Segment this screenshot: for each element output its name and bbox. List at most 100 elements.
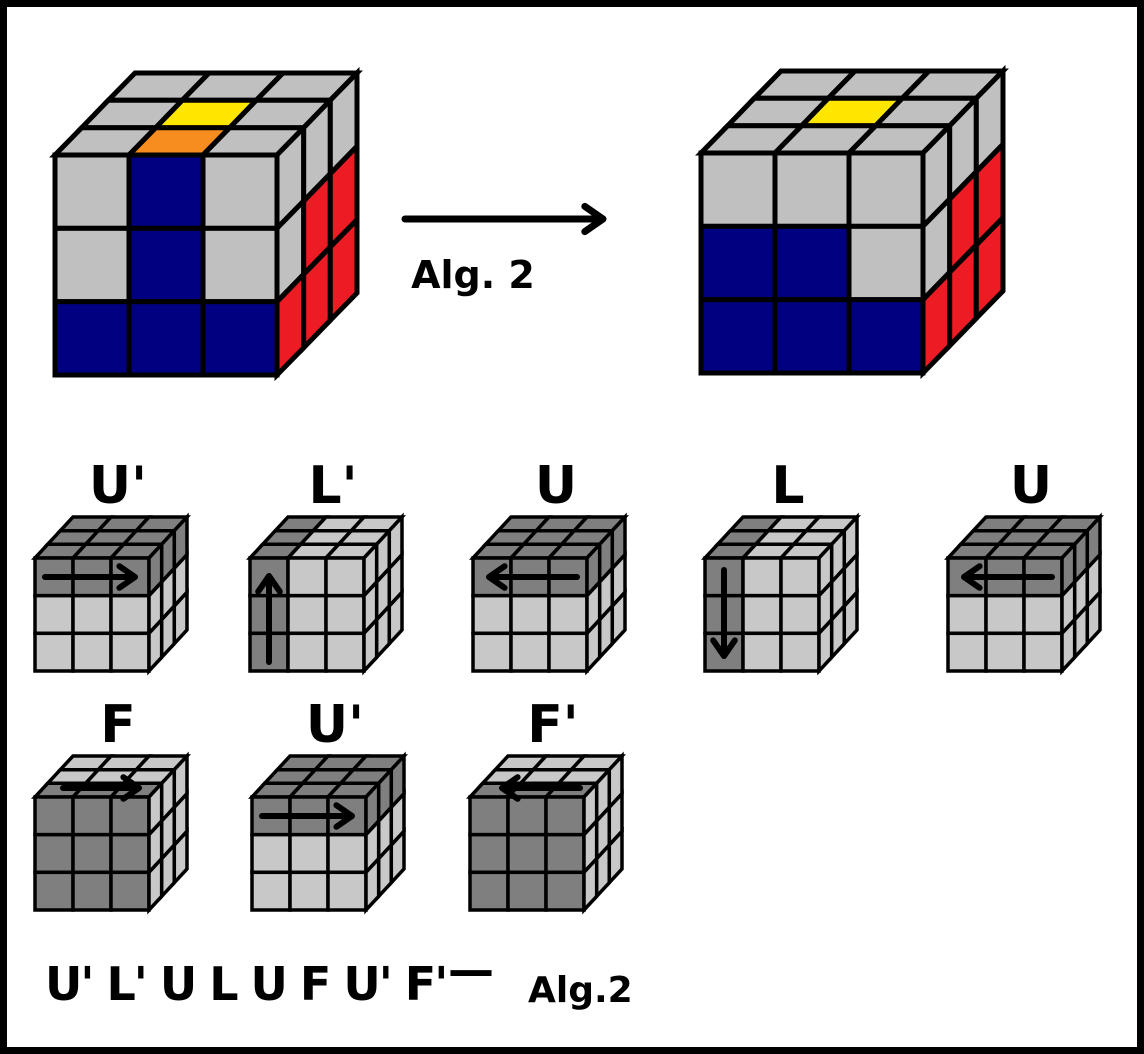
front-sticker: [250, 832, 292, 875]
front-sticker: [468, 795, 510, 837]
arrow-head: [120, 774, 142, 802]
front-sticker: [326, 832, 368, 875]
move-cube-6: [247, 751, 409, 915]
front-sticker: [109, 870, 151, 912]
front-sticker: [741, 556, 783, 598]
front-sticker: [772, 297, 852, 376]
front-sticker: [1022, 631, 1064, 673]
state-cube-after: [695, 64, 1009, 380]
front-sticker: [506, 870, 548, 912]
right-sticker: [389, 826, 406, 888]
move-cube-7: [465, 751, 627, 915]
front-sticker: [200, 225, 280, 305]
turn-arrow-right-icon: [42, 563, 138, 591]
front-sticker: [468, 870, 510, 912]
front-sticker: [698, 150, 778, 229]
move-label: L: [771, 456, 804, 516]
move-label: L': [308, 456, 357, 516]
front-sticker: [779, 631, 821, 673]
front-sticker: [509, 593, 551, 636]
front-sticker: [471, 631, 513, 673]
front-sticker: [109, 631, 151, 673]
move-cube-1: [245, 512, 407, 676]
front-sticker: [846, 150, 926, 229]
move-cube-2: [468, 512, 630, 676]
front-sticker: [109, 832, 151, 875]
front-sticker: [324, 631, 366, 673]
front-sticker: [288, 832, 330, 875]
front-sticker: [946, 593, 988, 636]
front-sticker: [126, 299, 206, 378]
front-sticker: [71, 795, 113, 837]
front-sticker: [506, 795, 548, 837]
front-sticker: [846, 223, 926, 303]
front-sticker: [772, 223, 852, 303]
front-sticker: [126, 225, 206, 305]
front-sticker: [52, 299, 132, 378]
front-sticker: [544, 795, 586, 837]
front-sticker: [547, 593, 589, 636]
front-sticker: [846, 297, 926, 376]
front-sticker: [984, 593, 1026, 636]
formula-text: U' L' U L U F U' F': [45, 957, 446, 1011]
front-sticker: [71, 631, 113, 673]
move-label: F: [100, 695, 136, 755]
transform-arrow-label: Alg. 2: [411, 253, 535, 297]
arrow-head: [255, 573, 283, 595]
front-sticker: [200, 152, 280, 231]
front-sticker: [286, 631, 328, 673]
front-sticker: [741, 593, 783, 636]
turn-arrow-down-icon: [710, 567, 738, 659]
move-cube-4: [943, 512, 1105, 676]
front-sticker: [506, 832, 548, 875]
front-sticker: [71, 870, 113, 912]
front-sticker: [1022, 593, 1064, 636]
front-sticker: [33, 870, 75, 912]
right-sticker: [973, 211, 1006, 325]
front-sticker: [286, 556, 328, 598]
right-sticker: [172, 587, 189, 649]
front-sticker: [326, 870, 368, 912]
turn-arrow-left-icon: [486, 563, 580, 591]
turn-arrow-right-icon: [60, 774, 142, 802]
front-sticker: [33, 832, 75, 875]
formula-name: Alg.2: [528, 970, 633, 1011]
right-sticker: [172, 826, 189, 888]
front-sticker: [779, 593, 821, 636]
front-sticker: [71, 593, 113, 636]
front-sticker: [109, 795, 151, 837]
front-sticker: [471, 593, 513, 636]
front-sticker: [468, 832, 510, 875]
front-sticker: [698, 297, 778, 376]
front-sticker: [324, 556, 366, 598]
arrow-head: [581, 202, 607, 236]
front-sticker: [544, 870, 586, 912]
front-sticker: [779, 556, 821, 598]
front-sticker: [547, 631, 589, 673]
front-sticker: [52, 225, 132, 305]
front-sticker: [544, 832, 586, 875]
front-sticker: [52, 152, 132, 231]
move-cube-3: [700, 512, 862, 676]
right-sticker: [610, 587, 627, 649]
arrow-head: [499, 774, 521, 802]
front-sticker: [772, 150, 852, 229]
front-sticker: [250, 870, 292, 912]
formula-dash: —: [448, 943, 494, 997]
front-sticker: [286, 593, 328, 636]
right-sticker: [607, 826, 624, 888]
move-cube-5: [30, 751, 192, 915]
front-sticker: [33, 631, 75, 673]
arrow-head: [961, 563, 983, 591]
front-sticker: [71, 832, 113, 875]
front-sticker: [288, 870, 330, 912]
state-cube-before: [49, 66, 363, 382]
front-sticker: [33, 593, 75, 636]
turn-arrow-left-icon: [499, 774, 583, 802]
right-sticker: [327, 213, 360, 327]
arrow-head: [710, 637, 738, 659]
right-sticker: [842, 587, 859, 649]
move-label: F': [527, 695, 578, 755]
front-sticker: [984, 631, 1026, 673]
